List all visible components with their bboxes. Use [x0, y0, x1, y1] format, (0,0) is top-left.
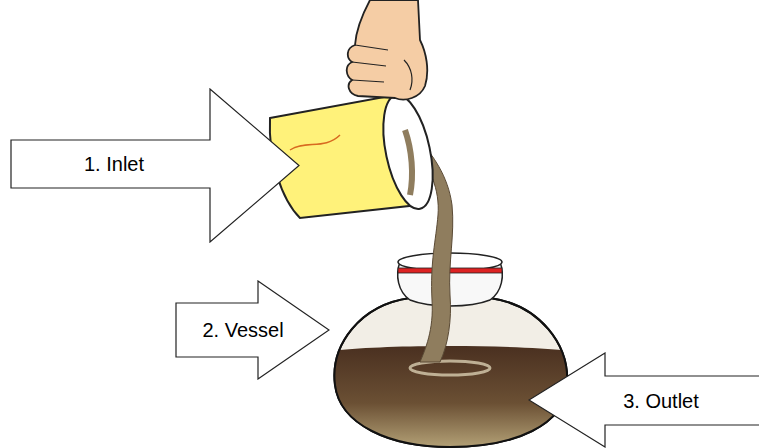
arrow-label: 2. Vessel	[202, 319, 283, 341]
hand	[347, 0, 428, 100]
block-arrow: 1. Inlet	[10, 88, 300, 243]
arrow-label: 1. Inlet	[84, 153, 144, 175]
jug	[270, 91, 442, 218]
block-arrow: 3. Outlet	[528, 352, 759, 448]
arrow-label: 3. Outlet	[623, 390, 699, 412]
block-arrow: 2. Vessel	[175, 280, 330, 380]
arrow-shape	[10, 88, 300, 243]
